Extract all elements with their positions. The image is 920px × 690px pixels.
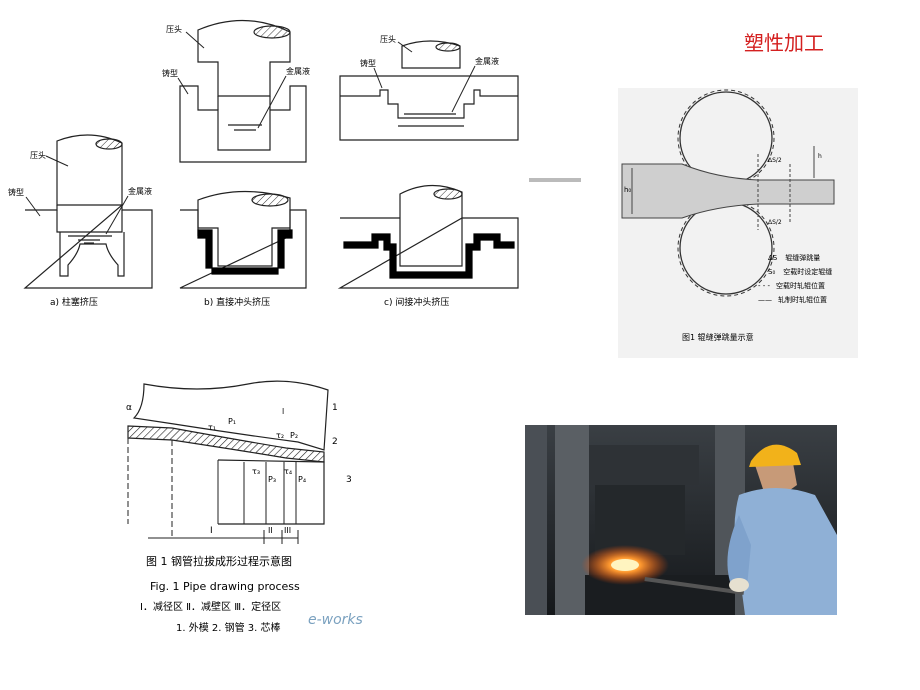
pipe-number-3: 3	[346, 475, 352, 485]
pipe-sym-l: l	[282, 407, 284, 416]
pipe-watermark: e-works	[308, 612, 363, 628]
slide-title: 塑性加工	[744, 31, 824, 55]
label-metal-a: 金属液	[128, 186, 152, 196]
pipe-sym-p3: P₃	[268, 475, 276, 484]
pipe-number-1: 1	[332, 403, 338, 413]
pipe-title-en: Fig. 1 Pipe drawing process	[150, 580, 300, 593]
svg-text:ΔS/2: ΔS/2	[768, 157, 782, 164]
label-press-b: 压头	[166, 24, 182, 34]
pipe-sym-tau3: τ₃	[252, 467, 260, 476]
pipe-sym-alpha: α	[126, 403, 132, 413]
label-metal-b: 金属液	[286, 66, 310, 76]
diagram-a	[23, 134, 153, 289]
svg-text:ΔS/2: ΔS/2	[768, 219, 782, 226]
pipe-sym-tau4: τ₄	[284, 467, 292, 476]
pipe-sym-p1: P₁	[228, 417, 236, 426]
label-press-a: 压头	[30, 150, 46, 160]
caption-c: c) 间接冲头挤压	[384, 296, 449, 308]
extrusion-diagrams: 压头 铸型 金属液 a) 柱塞挤压 压头 铸型 金属液 b) 直接冲头挤压 压头…	[8, 19, 519, 308]
pipe-sym-tau1: τ₁	[208, 423, 216, 432]
label-metal-c: 金属液	[475, 56, 499, 66]
pipe-sym-p2: P₂	[290, 431, 298, 440]
pipe-zones: Ⅰ．减径区 Ⅱ．减壁区 Ⅲ．定径区	[140, 600, 281, 613]
label-die-c: 铸型	[360, 58, 376, 68]
rolling-legend-2: - - -空载时轧辊位置	[758, 281, 825, 290]
pipe-number-2: 2	[332, 437, 338, 447]
rolling-caption: 图1 辊缝弹跳量示意	[682, 332, 754, 342]
pipe-sym-tau2: τ₂	[276, 431, 284, 440]
rolling-legend-3: ——轧制时轧辊位置	[758, 295, 827, 304]
caption-a: a) 柱塞挤压	[50, 296, 98, 308]
pipe-drawing-diagram: 1 2 3 I II III α τ₁ P₁ l τ₂ P₂ τ₃ P₃ τ₄ …	[126, 380, 363, 634]
label-press-c: 压头	[380, 34, 396, 44]
pipe-zone-2: II	[268, 526, 273, 535]
forging-photo	[525, 425, 837, 615]
pipe-zone-3: III	[284, 526, 291, 535]
svg-text:h₀: h₀	[624, 186, 631, 194]
pipe-parts: 1. 外模 2. 钢管 3. 芯棒	[176, 621, 281, 634]
diagram-c-top	[339, 40, 519, 141]
diagram-b-bottom	[179, 190, 307, 289]
pipe-zone-1: I	[210, 526, 213, 536]
caption-b: b) 直接冲头挤压	[204, 296, 270, 308]
separator	[529, 178, 581, 182]
pipe-sym-p4: P₄	[298, 475, 306, 484]
pipe-title-cn: 图 1 钢管拉拔成形过程示意图	[146, 554, 292, 568]
label-die-b: 铸型	[162, 68, 178, 78]
diagram-b-top	[179, 19, 307, 163]
label-die-a: 铸型	[8, 187, 24, 197]
diagram-c-bottom	[337, 184, 519, 289]
svg-text:h: h	[818, 153, 822, 160]
